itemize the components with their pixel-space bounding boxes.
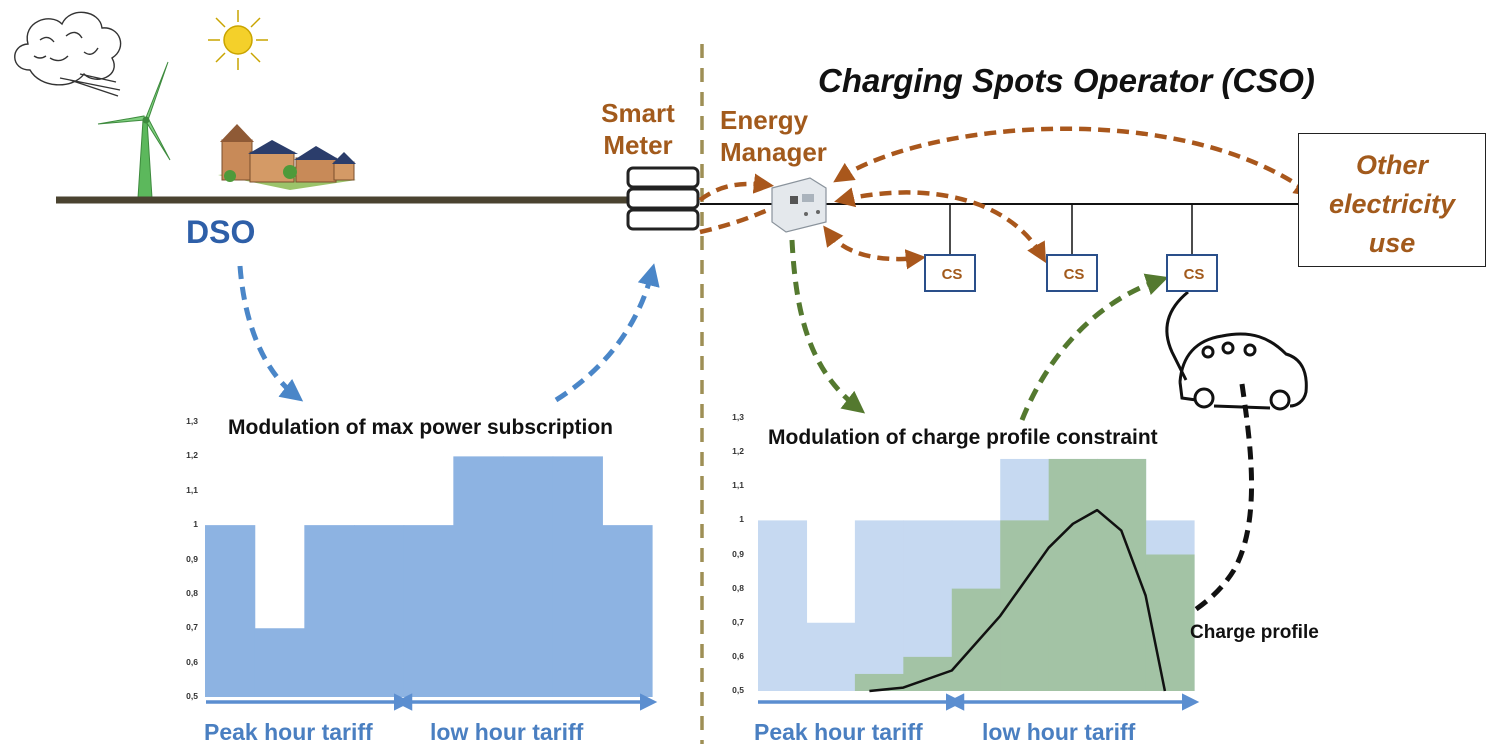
ticks1-tick-8: 1,3 (186, 416, 198, 426)
cso-title: Charging Spots Operator (CSO) (818, 62, 1315, 99)
other-electricity-use-label: Other electricity use (1298, 146, 1486, 263)
ticks2-tick-3: 0,8 (732, 582, 744, 593)
ticks2-tick-2: 0,7 (732, 616, 744, 627)
ticks1-tick-0: 0,5 (186, 691, 198, 701)
chart2-series1-bar-8 (1145, 554, 1195, 691)
other-label-line2: electricity (1328, 189, 1456, 219)
brown-flows (698, 126, 1315, 270)
flow-manager-cs2 (834, 187, 1047, 264)
chart1-series0-bar-6 (503, 456, 554, 697)
chart1-series0-bar-4 (403, 525, 454, 697)
chart1-series0-bar-7 (552, 456, 603, 697)
flow-dso-chart (237, 265, 304, 402)
flow-car-charge-profile (1168, 383, 1254, 627)
ticks1-tick-5: 1 (193, 519, 198, 530)
smart-meter-label-line1: Smart (601, 98, 675, 128)
cs2-label: CS (1063, 266, 1085, 283)
ticks2-tick-6: 1,1 (732, 480, 744, 491)
chart2-series1-bar-6 (1048, 458, 1098, 691)
chart1-series0-bar-1 (254, 628, 305, 697)
flow-manager-cs1 (823, 225, 927, 270)
chart2-series1-bar-4 (951, 588, 1001, 691)
flow-chart-meter (554, 263, 660, 403)
cs3-label: CS (1183, 266, 1205, 283)
energy-manager-label: Energy Manager (720, 104, 827, 168)
ticks2-tick-4: 0,9 (732, 548, 744, 559)
chart1-series0-bar-0 (205, 525, 256, 697)
green-flows (789, 239, 1169, 421)
wind-turbine-icon (97, 61, 171, 199)
charging-spot-2: CS (1046, 254, 1098, 292)
chart1-series0-bar-5 (453, 456, 504, 697)
charging-spot-3: CS (1166, 254, 1218, 292)
ticks2-tick-5: 1 (739, 514, 744, 525)
charging-spot-1: CS (924, 254, 976, 292)
chart2-peak-label: Peak hour tariff (754, 719, 923, 745)
other-label-line3: use (1368, 228, 1416, 258)
chart2-series1-bar-2 (854, 673, 904, 691)
chart1-low-label: low hour tariff (430, 719, 584, 745)
chart1-series0-bar-3 (354, 525, 405, 697)
ticks1-tick-2: 0,7 (186, 622, 198, 633)
chart-max-power-subscription (205, 456, 653, 697)
smart-meter-icon (626, 166, 700, 231)
smart-meter-label-line2: Meter (603, 130, 673, 160)
flow-meter-manager-1 (698, 173, 775, 202)
ticks2-tick-7: 1,2 (732, 446, 744, 457)
chart-charge-profile-constraint (758, 458, 1195, 693)
ticks1-tick-1: 0,6 (186, 656, 198, 667)
blue-flows (237, 263, 660, 403)
chart2-series0-bar-0 (758, 520, 808, 691)
chart2-charge-profile-line (869, 508, 1167, 693)
chart2-series0-bar-2 (854, 520, 904, 691)
chart1-title: Modulation of max power subscription (228, 416, 614, 439)
houses-icon (218, 124, 356, 190)
chart2-series0-bar-1 (806, 622, 856, 691)
ticks2-tick-1: 0,6 (732, 650, 744, 661)
ticks1-tick-3: 0,8 (186, 587, 198, 598)
sun-icon (208, 10, 268, 70)
ticks1-tick-6: 1,1 (186, 484, 198, 495)
ticks1-tick-4: 0,9 (186, 553, 198, 564)
other-electricity-use-box (1298, 133, 1486, 267)
flow-chart-cs3 (1019, 273, 1169, 421)
energy-manager-label-line1: Energy (720, 105, 809, 135)
chart1-peak-label: Peak hour tariff (204, 719, 373, 745)
flow-meter-manager-2 (699, 205, 773, 235)
other-label-line1: Other (1355, 150, 1428, 180)
charge-profile-label: Charge profile (1190, 622, 1319, 643)
chart1-series0-bar-8 (602, 525, 653, 697)
flow-manager-other (833, 126, 1315, 197)
electric-car-icon (1165, 290, 1308, 411)
dso-label: DSO (186, 214, 256, 250)
chart2-title: Modulation of charge profile constraint (768, 426, 1158, 449)
flow-manager-chart (789, 239, 866, 414)
ticks1-tick-7: 1,2 (186, 450, 198, 461)
ticks2-tick-8: 1,3 (732, 412, 744, 422)
smart-meter-label: Smart Meter (590, 97, 686, 161)
chart2-low-label: low hour tariff (982, 719, 1136, 745)
cloud-icon (14, 11, 122, 97)
chart1-series0-bar-2 (304, 525, 355, 697)
ticks2-tick-0: 0,5 (732, 685, 744, 695)
energy-manager-device-icon (771, 177, 827, 233)
cs1-label: CS (941, 266, 963, 283)
energy-manager-label-line2: Manager (720, 137, 827, 167)
